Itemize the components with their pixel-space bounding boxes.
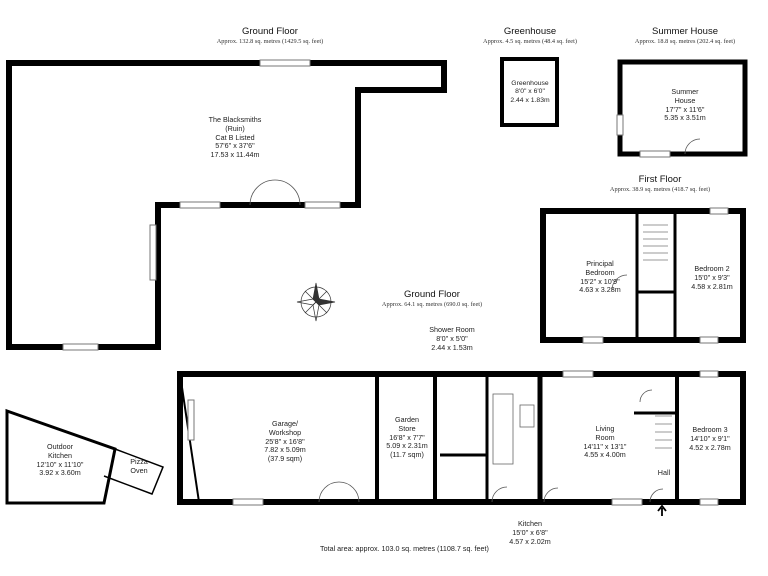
room-area: (11.7 sqm): [390, 450, 424, 460]
room-dimension: 14'10" x 9'1": [690, 433, 730, 443]
pizza-oven-outline: [103, 448, 164, 495]
room-label: Pizza: [130, 457, 148, 466]
room-dimension: 12'10" x 11'10": [36, 459, 84, 469]
room-label: Bedroom 2: [694, 264, 730, 273]
first-floor-header: First Floor Approx. 38.9 sq. metres (418…: [585, 174, 735, 193]
room-dimension: 17'7" x 11'6": [665, 104, 705, 114]
room-bedroom-3: Bedroom 3 14'10" x 9'1" 4.52 x 2.78m: [680, 425, 740, 452]
room-shower-room: Shower Room 8'0" x 5'0" 2.44 x 1.53m: [417, 325, 487, 352]
room-label: Summer: [671, 87, 699, 96]
summer-house-header: Summer House Approx. 18.8 sq. metres (20…: [615, 26, 755, 45]
room-label: Room: [595, 432, 615, 442]
header-area: Approx. 38.9 sq. metres (418.7 sq. feet): [609, 185, 711, 193]
room-label: Garden: [395, 415, 419, 424]
room-blacksmiths: The Blacksmiths (Ruin) Cat B Listed 57'6…: [190, 115, 280, 160]
room-label: House: [674, 95, 696, 105]
header-area: Approx. 4.5 sq. metres (48.4 sq. feet): [483, 37, 577, 45]
room-label: Outdoor: [47, 442, 73, 451]
room-kitchen: Kitchen 15'0" x 6'8" 4.57 x 2.02m: [495, 519, 565, 546]
room-pizza-oven: Pizza Oven: [122, 457, 156, 476]
room-living-room: Living Room 14'11" x 13'1" 4.55 x 4.00m: [570, 424, 640, 460]
room-label: Oven: [130, 465, 148, 475]
room-dimension: 7.82 x 5.09m: [264, 445, 306, 455]
room-dimension: 8'0" x 5'0": [436, 333, 468, 343]
room-outdoor-kitchen: Outdoor Kitchen 12'10" x 11'10" 3.92 x 3…: [25, 442, 95, 478]
room-label: The Blacksmiths: [208, 115, 262, 124]
outdoor-kitchen-walls: [5, 408, 117, 505]
room-label: Greenhouse: [511, 80, 549, 87]
total-area: Total area: approx. 103.0 sq. metres (11…: [320, 544, 489, 553]
room-dimension: 2.44 x 1.83m: [510, 96, 550, 104]
greenhouse-walls: [500, 57, 559, 127]
room-label: Principal: [586, 259, 614, 268]
room-label: Shower Room: [429, 325, 475, 334]
room-label: Cat B Listed: [215, 132, 255, 142]
room-principal-bedroom: Principal Bedroom 15'2" x 10'9" 4.63 x 3…: [565, 259, 635, 295]
header-title: Ground Floor: [404, 289, 460, 300]
room-dimension: 15'2" x 10'9": [580, 276, 620, 286]
room-dimension: 15'0" x 9'3": [694, 272, 730, 282]
room-dimension: 57'6" x 37'6": [215, 141, 255, 151]
room-hall: Hall: [652, 468, 676, 478]
header-area: Approx. 64.1 sq. metres (690.0 sq. feet): [381, 300, 483, 308]
room-dimension: 5.35 x 3.51m: [664, 113, 706, 123]
summer-house-walls: [617, 59, 748, 157]
room-label: (Ruin): [225, 123, 245, 133]
room-garden-store: Garden Store 16'8" x 7'7" 5.09 x 2.31m (…: [380, 415, 434, 460]
first-floor-walls: [540, 208, 746, 343]
room-greenhouse: Greenhouse 8'0" x 6'0" 2.44 x 1.83m: [503, 80, 557, 105]
header-title: Ground Floor: [242, 26, 298, 37]
header-title: Greenhouse: [503, 26, 557, 37]
room-label: Living: [595, 424, 615, 433]
header-area: Approx. 132.8 sq. metres (1429.5 sq. fee…: [216, 37, 324, 45]
greenhouse-header: Greenhouse Approx. 4.5 sq. metres (48.4 …: [460, 26, 600, 45]
room-dimension: 4.52 x 2.78m: [689, 442, 731, 452]
room-bedroom-2: Bedroom 2 15'0" x 9'3" 4.58 x 2.81m: [684, 264, 740, 291]
header-title: Summer House: [652, 26, 718, 37]
room-dimension: 8'0" x 6'0": [515, 88, 545, 96]
room-label: Store: [398, 423, 416, 433]
room-dimension: 4.57 x 2.02m: [509, 536, 551, 546]
room-label: Bedroom: [585, 267, 615, 277]
room-dimension: 4.63 x 3.28m: [579, 285, 621, 295]
room-label: Kitchen: [518, 519, 542, 528]
room-dimension: 2.44 x 1.53m: [431, 342, 473, 352]
ground-floor-top-header: Ground Floor Approx. 132.8 sq. metres (1…: [150, 26, 390, 45]
room-dimension: 14'11" x 13'1": [583, 441, 627, 451]
ground-floor-mid-header: Ground Floor Approx. 64.1 sq. metres (69…: [362, 289, 502, 308]
entrance-arrow-icon: [657, 504, 667, 516]
room-dimension: 4.58 x 2.81m: [691, 281, 733, 291]
ground-floor-walls: [177, 371, 746, 505]
room-label: Hall: [657, 468, 671, 477]
blacksmiths-walls: [6, 60, 447, 350]
room-label: Bedroom 3: [692, 425, 728, 434]
room-dimension: 5.09 x 2.31m: [386, 441, 428, 451]
room-label: Garage/: [272, 419, 298, 428]
room-summer-house: Summer House 17'7" x 11'6" 5.35 x 3.51m: [640, 87, 730, 123]
header-title: First Floor: [638, 174, 682, 185]
room-dimension: 3.92 x 3.60m: [39, 468, 81, 478]
compass-rose-icon: [296, 282, 336, 322]
room-label: Workshop: [268, 427, 302, 437]
room-dimension: 15'0" x 6'8": [512, 527, 548, 537]
room-label: Kitchen: [48, 450, 72, 460]
room-dimension: 17.53 x 11.44m: [210, 150, 260, 160]
room-dimension: 25'8" x 16'8": [265, 436, 305, 446]
room-dimension: 16'8" x 7'7": [389, 432, 425, 442]
room-dimension: 4.55 x 4.00m: [584, 450, 626, 460]
header-area: Approx. 18.8 sq. metres (202.4 sq. feet): [634, 37, 736, 45]
room-area: (37.9 sqm): [267, 454, 303, 464]
room-garage: Garage/ Workshop 25'8" x 16'8" 7.82 x 5.…: [240, 419, 330, 464]
